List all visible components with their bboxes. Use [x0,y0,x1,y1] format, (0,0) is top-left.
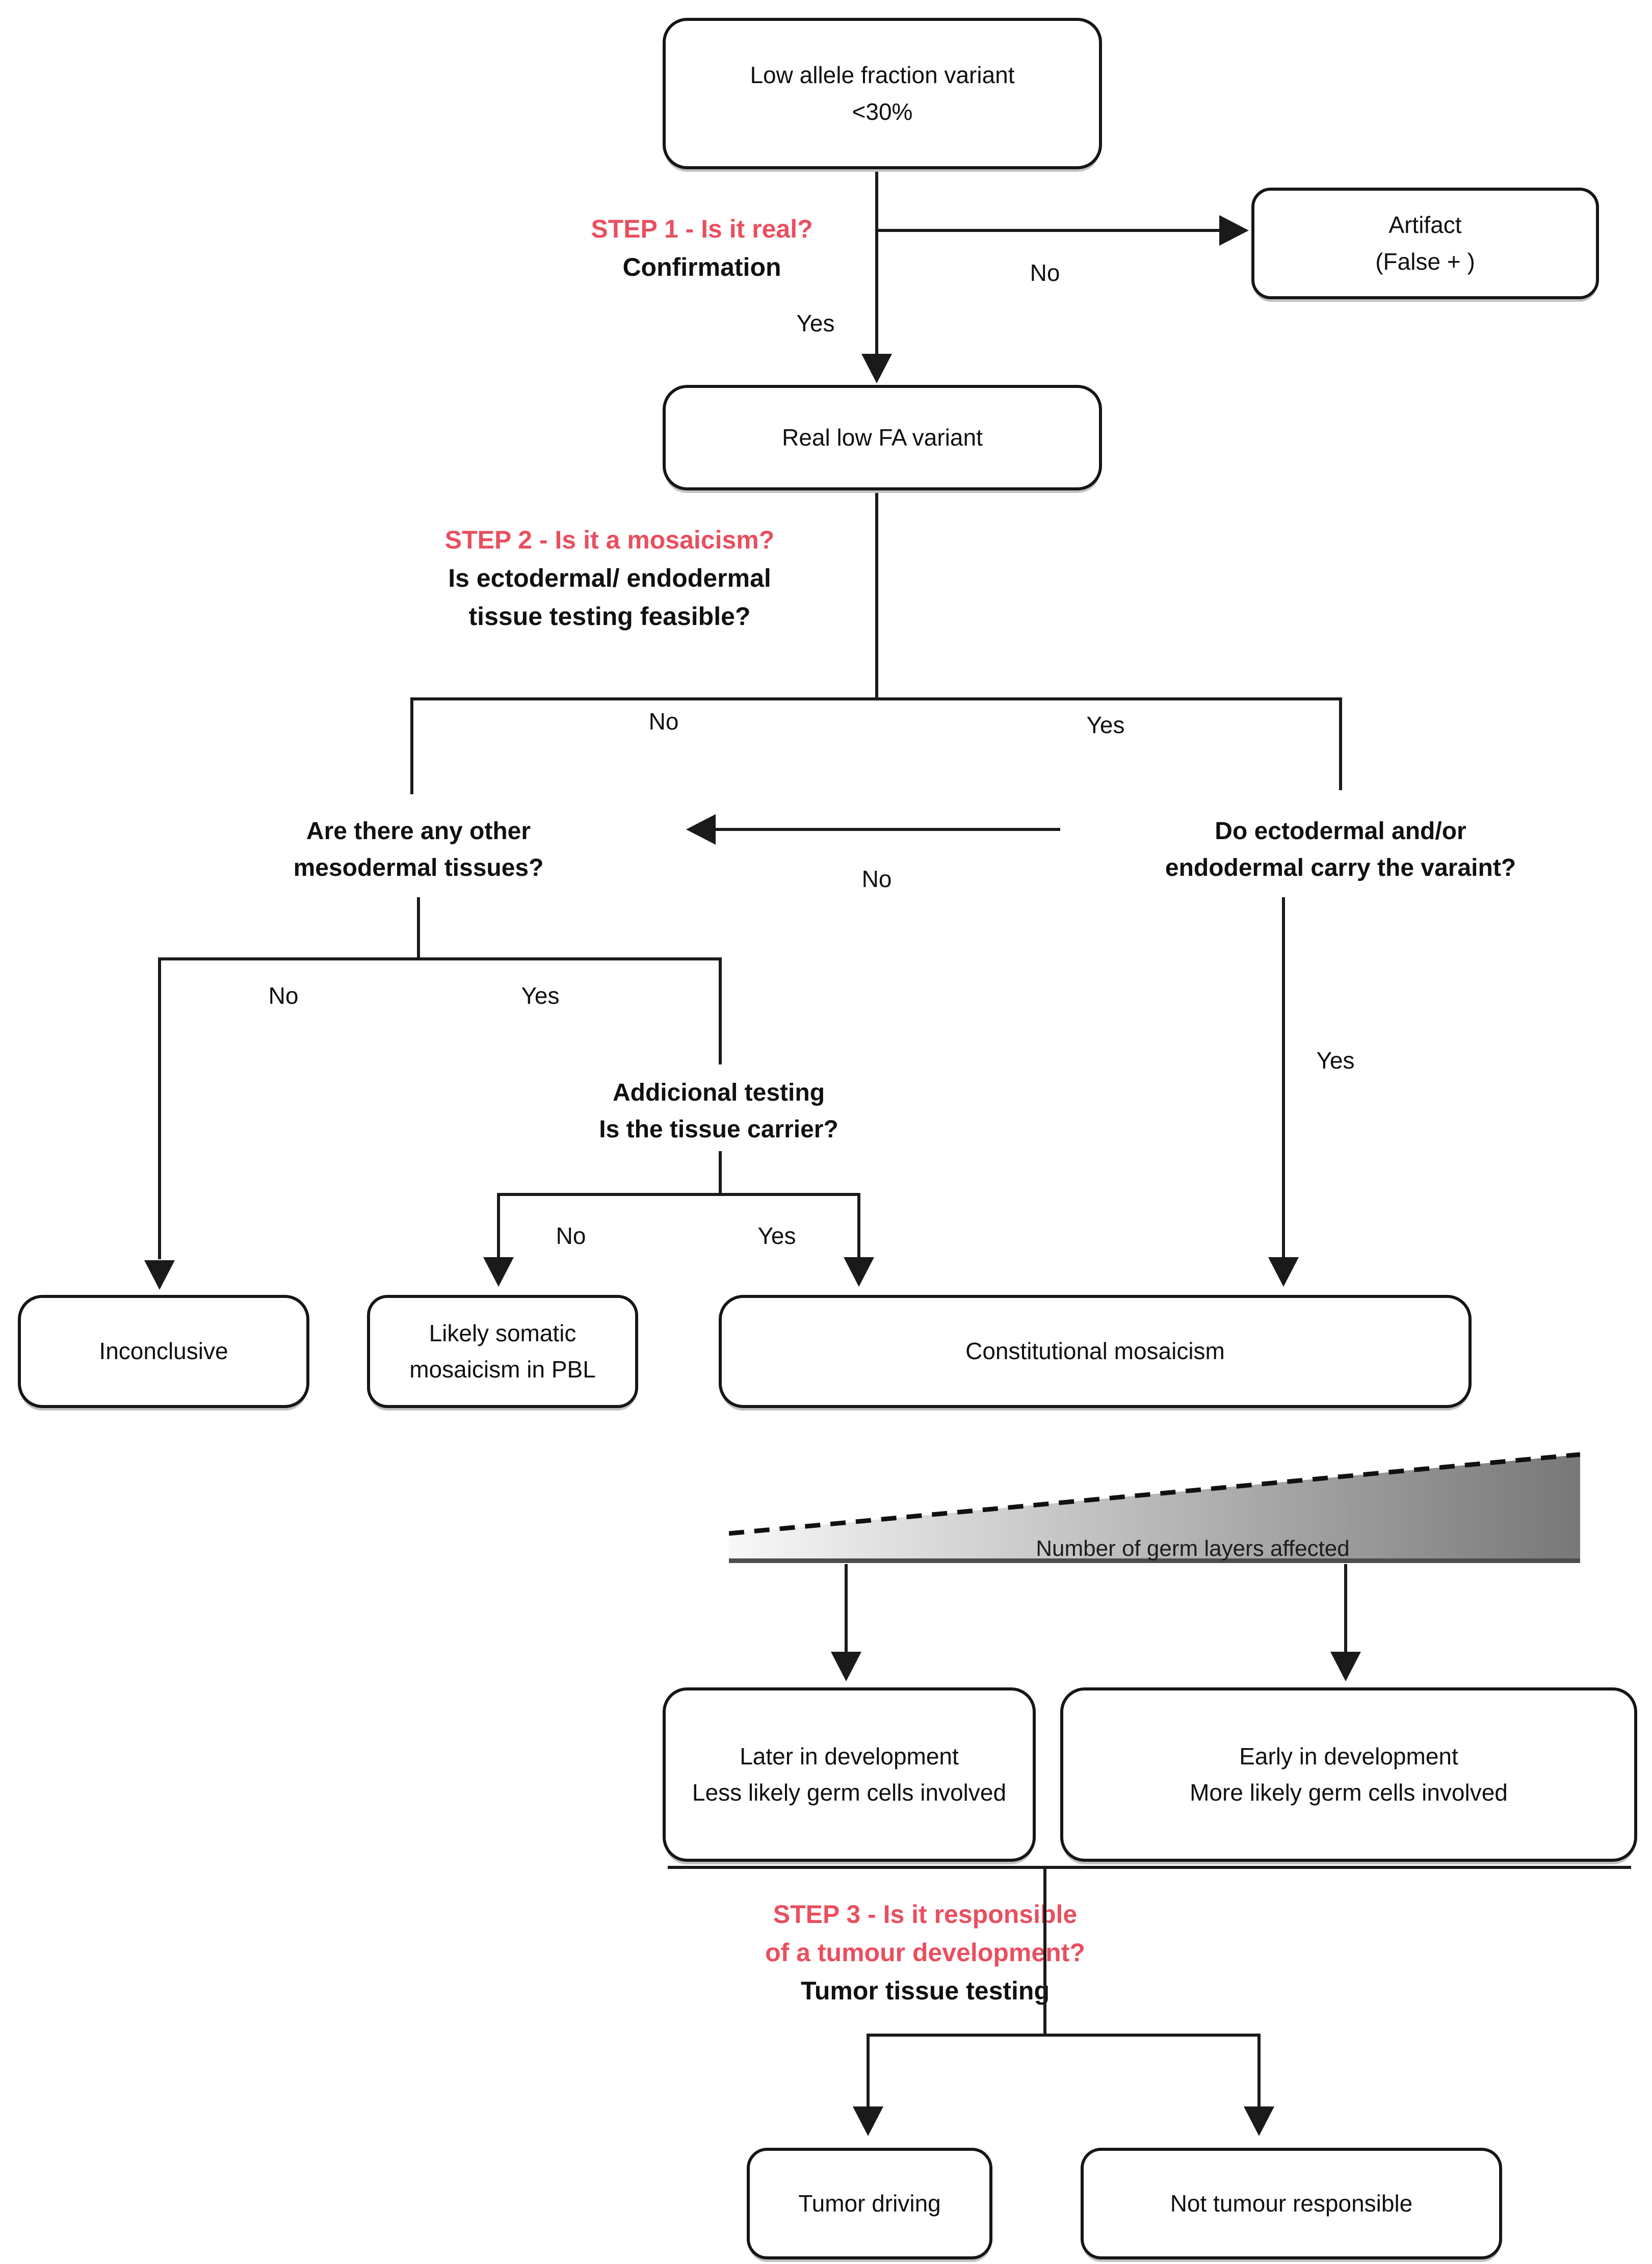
node-artifact-line1: Artifact [1388,212,1462,239]
arrowhead-into-constitutional-left [844,1257,874,1287]
node-real-low-fa-label: Real low FA variant [782,424,983,451]
step3-annotation: STEP 3 - Is it responsible of a tumour d… [765,1895,1085,2010]
connector-no-to-artifact [875,229,1222,232]
node-early-line2: More likely germ cells involved [1190,1779,1508,1806]
arrowhead-into-real-box [861,354,892,383]
node-inconclusive-label: Inconclusive [99,1338,228,1365]
arrowhead-into-inconclusive-box [144,1260,175,1290]
connector-mesodermal-split [158,957,722,960]
node-early-development: Early in development More likely germ ce… [1060,1687,1637,1862]
node-low-allele-fraction: Low allele fraction variant <30% [663,18,1102,169]
connector-top-to-real [875,163,878,358]
step1-title: STEP 1 - Is it real? [591,215,813,243]
node-somatic-pbl-line2: mosaicism in PBL [409,1356,596,1383]
connector-split-to-mesodermal-question [410,697,413,794]
germ-layers-gradient-wedge [728,1450,1581,1565]
arrowhead-into-tumor-driving [853,2106,883,2136]
question-mesodermal-line1: Are there any other [306,818,531,845]
step1-annotation: STEP 1 - Is it real? Confirmation [591,210,812,287]
edge-label-step1-no: No [1030,259,1060,286]
question-additional-line2: Is the tissue carrier? [599,1116,838,1143]
step3-title-line1: STEP 3 - Is it responsible [773,1900,1078,1929]
connector-to-tumor-driving [867,2034,870,2107]
node-low-allele-line2: <30% [852,98,913,125]
node-inconclusive: Inconclusive [18,1295,309,1408]
node-artifact-line2: (False + ) [1375,248,1475,275]
connector-real-to-split [875,484,878,700]
wedge-bottom-edge [729,1558,1580,1563]
node-somatic-pbl: Likely somatic mosaicism in PBL [367,1295,638,1408]
node-low-allele-line1: Low allele fraction variant [750,62,1015,89]
step2-subtitle-line1: Is ectodermal/ endodermal [448,564,771,592]
wedge-label: Number of germ layers affected [1036,1536,1350,1561]
arrowhead-into-pbl-box [483,1257,514,1287]
connector-no-to-inconclusive [158,957,161,1259]
node-tumor-driving-label: Tumor driving [798,2190,941,2217]
edge-label-carrier-no: No [556,1222,586,1249]
edge-label-ecto-no: No [861,866,892,892]
node-constitutional-mosaicism: Constitutional mosaicism [719,1295,1472,1408]
wedge-graphic [728,1452,1581,1563]
question-ecto-endo-line2: endodermal carry the varaint? [1165,854,1516,881]
node-artifact: Artifact (False + ) [1251,188,1599,299]
node-not-tumour-responsible: Not tumour responsible [1081,2148,1502,2259]
connector-carrier-no-down [497,1193,500,1258]
question-mesodermal: Are there any other mesodermal tissues? [294,813,544,887]
node-later-line1: Later in development [740,1742,959,1769]
question-mesodermal-line2: mesodermal tissues? [293,854,544,881]
question-ecto-endo-line1: Do ectodermal and/or [1215,818,1466,845]
edge-label-meso-yes: Yes [521,982,560,1009]
connector-mesodermal-down [417,897,420,959]
arrowhead-into-mesodermal-question [686,814,716,845]
arrowhead-into-not-responsible [1244,2106,1274,2136]
connector-ecto-yes-down [1282,897,1285,1259]
edge-label-step2-no: No [648,708,679,735]
edge-label-step2-yes: Yes [1086,712,1125,738]
arrowhead-into-artifact-box [1219,215,1249,246]
connector-step2-split [410,697,1342,700]
node-somatic-pbl-line1: Likely somatic [429,1319,576,1346]
connector-wedge-to-later [845,1564,848,1653]
step3-title-line2: of a tumour development? [765,1938,1085,1967]
edge-label-meso-no: No [268,982,299,1009]
wedge-polygon [729,1454,1580,1562]
connector-step3-split [867,2034,1259,2037]
question-additional-line1: Addicional testing [612,1079,825,1106]
node-real-low-fa-variant: Real low FA variant [663,385,1102,490]
arrowhead-into-early-box [1330,1652,1361,1681]
connector-split-to-ecto-question [1339,697,1342,790]
connector-additional-down [719,1151,722,1196]
question-ecto-endo: Do ectodermal and/or endodermal carry th… [1165,813,1516,887]
connector-merge-down [1043,1866,1046,2037]
connector-ecto-no-to-mesodermal [714,828,1060,831]
node-early-line1: Early in development [1239,1742,1458,1769]
step2-title: STEP 2 - Is it a mosaicism? [444,526,775,554]
connector-wedge-to-early [1344,1564,1347,1653]
node-tumor-driving: Tumor driving [747,2148,992,2259]
node-later-development: Later in development Less likely germ ce… [663,1687,1036,1862]
step2-subtitle-line2: tissue testing feasible? [468,602,751,631]
connector-additional-split [497,1193,860,1196]
node-not-responsible-label: Not tumour responsible [1170,2190,1413,2217]
edge-label-step1-yes: Yes [796,310,835,336]
edge-label-carrier-yes: Yes [757,1222,796,1249]
arrowhead-into-constitutional-right [1268,1257,1299,1287]
step3-subtitle: Tumor tissue testing [800,1976,1050,2005]
node-later-line2: Less likely germ cells involved [692,1779,1007,1806]
connector-to-not-responsible [1257,2034,1261,2107]
step2-annotation: STEP 2 - Is it a mosaicism? Is ectoderma… [445,521,775,636]
connector-yes-to-additional [719,957,722,1064]
connector-carrier-yes-down [857,1193,860,1258]
node-constitutional-label: Constitutional mosaicism [965,1338,1225,1365]
connector-development-merge [668,1866,1631,1869]
question-additional-testing: Addicional testing Is the tissue carrier… [599,1075,838,1148]
wedge-dashed-top-edge [728,1452,1581,1536]
step1-subtitle: Confirmation [622,253,781,281]
arrowhead-into-later-box [831,1652,861,1681]
edge-label-ecto-yes: Yes [1316,1047,1355,1074]
